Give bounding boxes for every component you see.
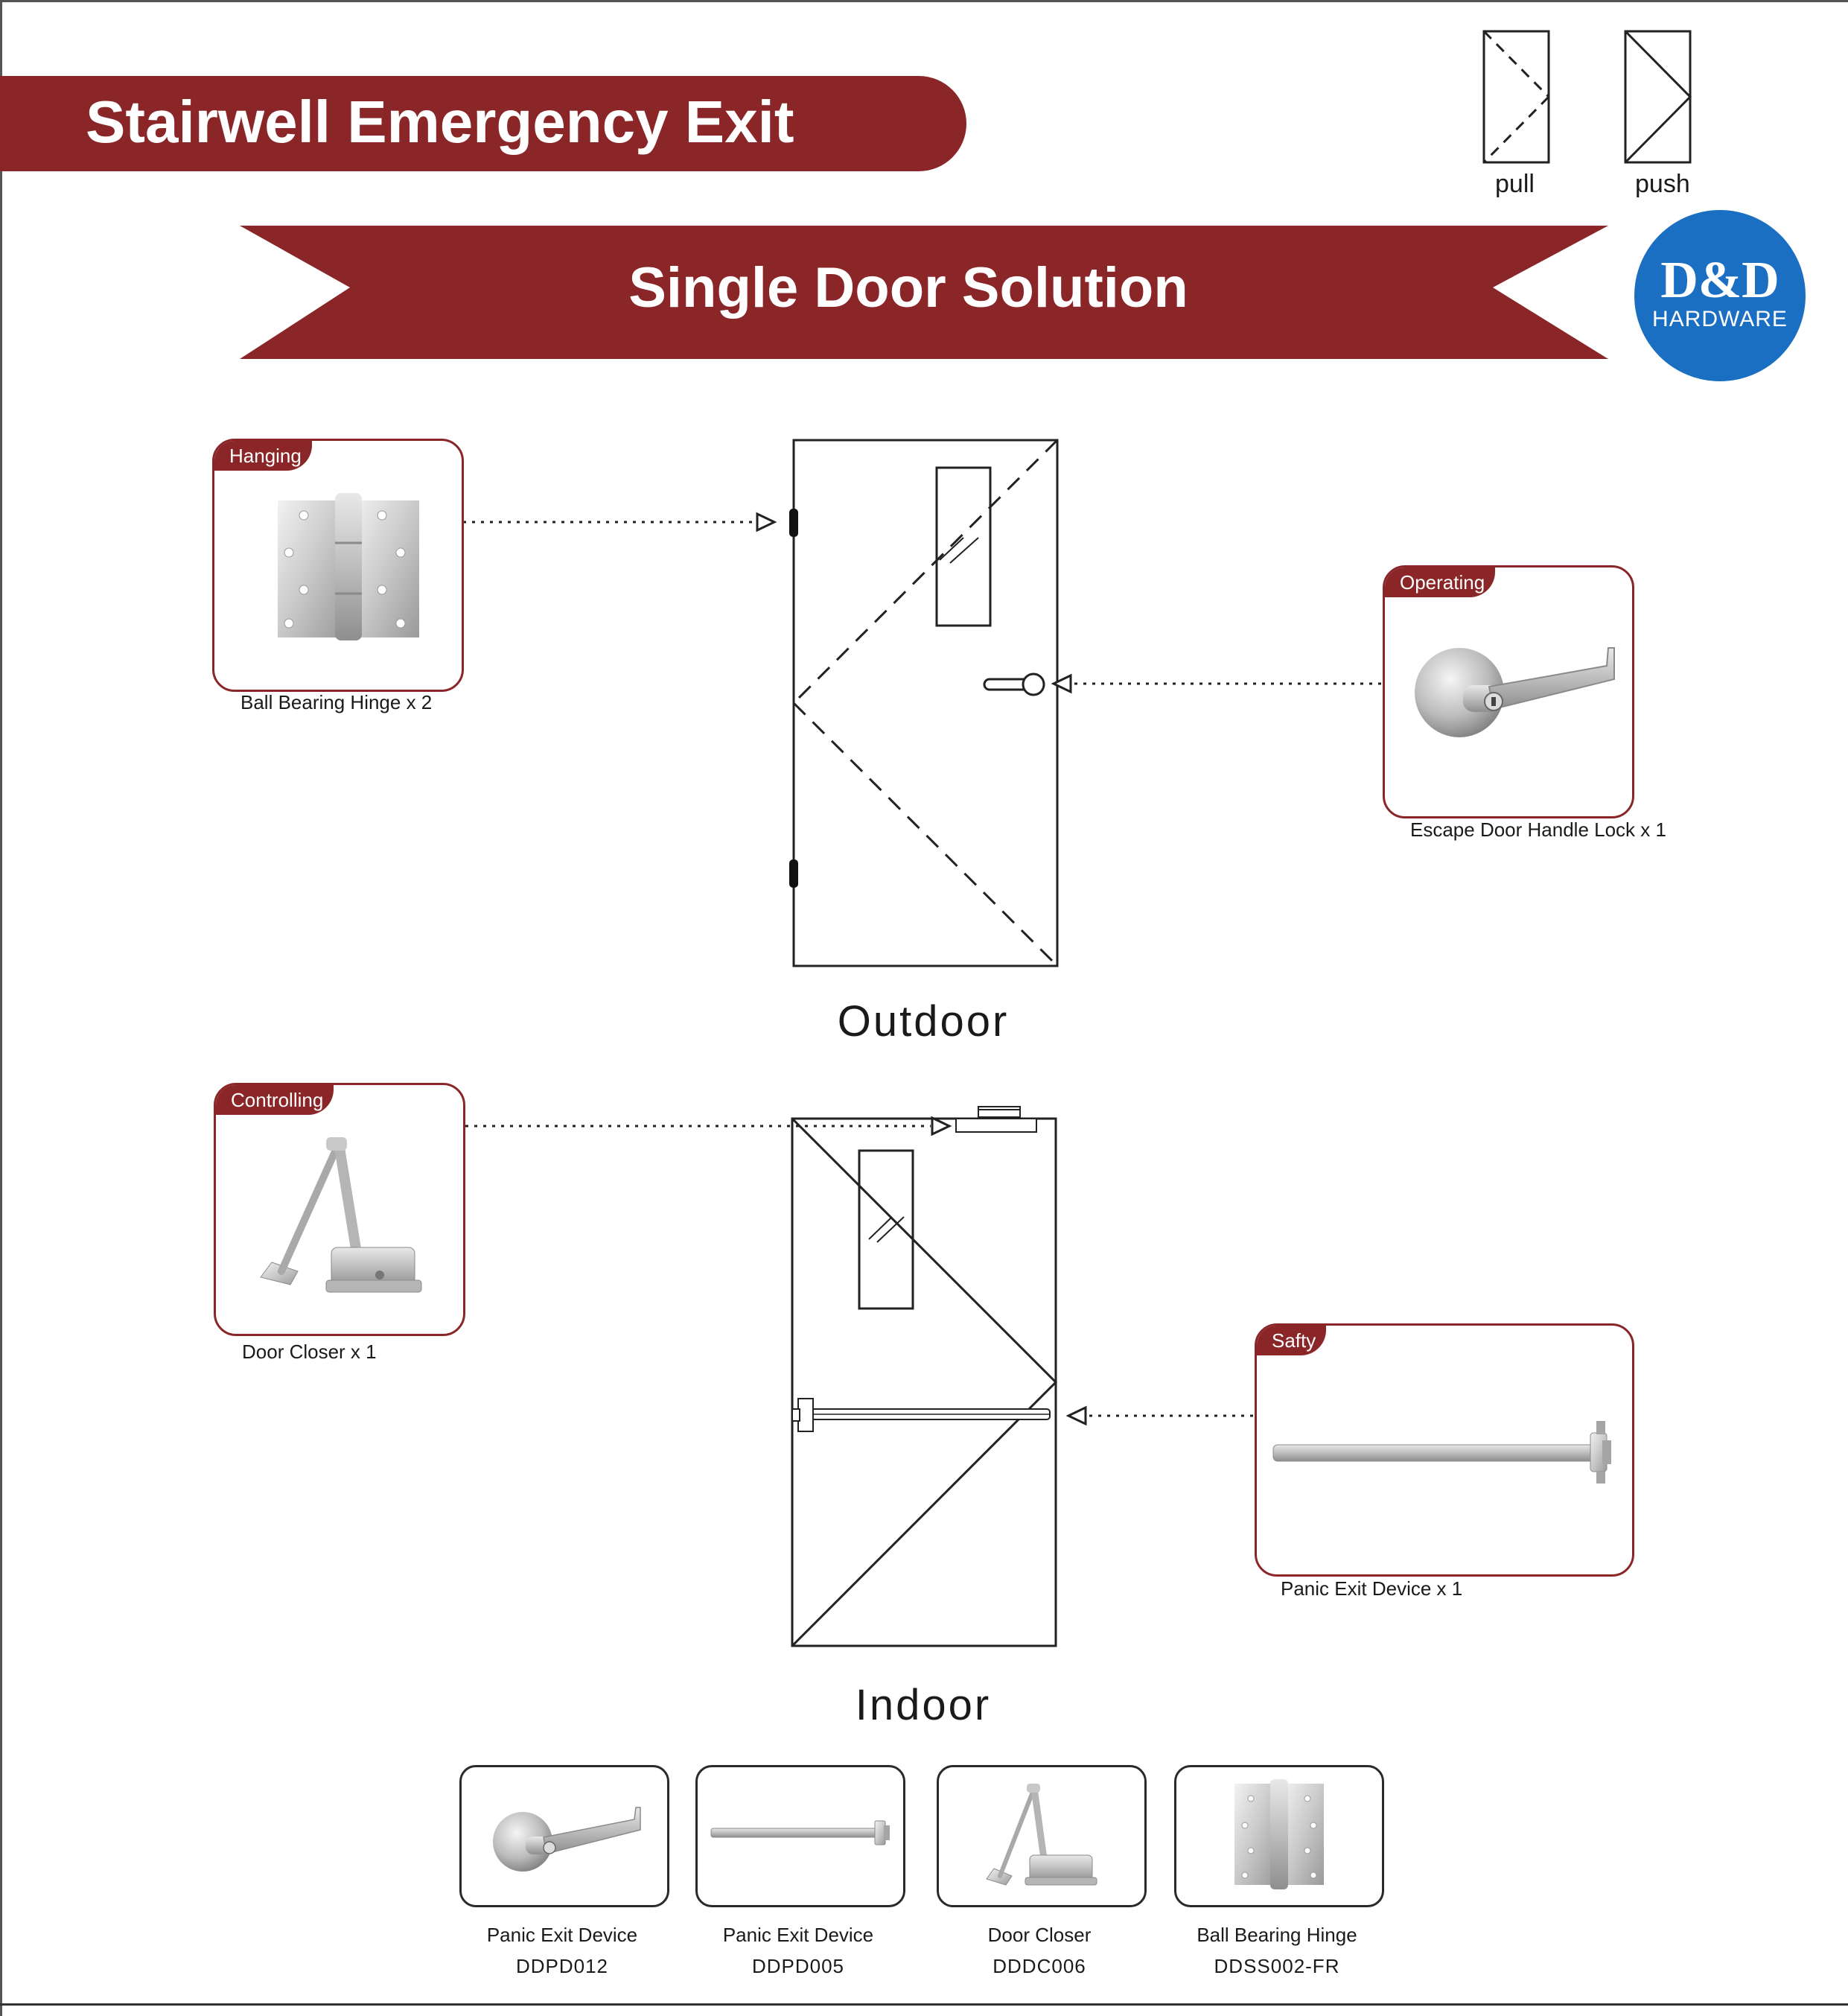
- product-card-dddc006: [937, 1765, 1147, 1907]
- brand-logo: D&D HARDWARE: [1634, 210, 1806, 381]
- frame-border-bottom: [0, 2003, 1848, 2006]
- logo-subtext: HARDWARE: [1652, 307, 1788, 331]
- lever-handle-icon: [493, 1807, 641, 1872]
- operating-caption: Escape Door Handle Lock x 1: [1410, 818, 1666, 841]
- frame-border-top: [0, 0, 1848, 2]
- operating-tab: Operating: [1385, 567, 1496, 597]
- product-name: Ball Bearing Hinge: [1197, 1924, 1357, 1946]
- product-name: Panic Exit Device: [486, 1924, 638, 1946]
- subtitle-ribbon: [240, 226, 1608, 359]
- panic-bar-icon: [1272, 1421, 1611, 1484]
- push-legend-icon: [1624, 30, 1692, 164]
- product-code: DDSS002-FR: [1214, 1955, 1340, 1977]
- indoor-label: Indoor: [855, 1681, 992, 1729]
- controlling-callout-card: Controlling: [214, 1083, 465, 1336]
- outdoor-label: Outdoor: [837, 997, 1010, 1046]
- door-closer-icon: [260, 1137, 422, 1293]
- hanging-connector-arrow: [463, 512, 777, 532]
- hinge-icon: [278, 493, 419, 640]
- lower-hinge-mark: [789, 859, 798, 888]
- subtitle: Single Door Solution: [628, 256, 1188, 319]
- hanging-tab: Hanging: [214, 441, 312, 471]
- logo-mark-text: D&D: [1660, 252, 1780, 309]
- safety-connector-arrow: [1065, 1405, 1253, 1426]
- hinge-icon: [1234, 1779, 1324, 1889]
- door-closer-icon: [986, 1784, 1097, 1886]
- push-legend-label: push: [1635, 170, 1690, 198]
- indoor-door: [791, 1106, 1058, 1647]
- safety-callout-card: Safty: [1255, 1323, 1634, 1577]
- pull-legend-icon: [1482, 30, 1550, 164]
- product-card-ddss002-fr: [1174, 1765, 1384, 1907]
- product-code: DDPD012: [515, 1955, 609, 1977]
- product-code: DDDC006: [992, 1955, 1086, 1977]
- lever-handle-icon: [1415, 647, 1615, 737]
- product-card-ddpd005: [695, 1765, 905, 1907]
- safety-caption: Panic Exit Device x 1: [1281, 1577, 1463, 1600]
- pull-legend-label: pull: [1495, 170, 1535, 198]
- product-name: Panic Exit Device: [722, 1924, 874, 1946]
- frame-border-left: [0, 0, 2, 2016]
- door-closer-mark: [955, 1106, 1037, 1133]
- outdoor-door: [789, 439, 1059, 967]
- operating-connector-arrow: [1051, 673, 1381, 694]
- hanging-caption: Ball Bearing Hinge x 2: [240, 691, 433, 713]
- product-code: DDPD005: [751, 1955, 845, 1977]
- controlling-tab: Controlling: [216, 1085, 334, 1115]
- panic-bar-icon: [710, 1820, 890, 1845]
- upper-hinge-mark: [789, 509, 798, 537]
- safety-tab: Safty: [1257, 1326, 1327, 1355]
- controlling-connector-arrow: [465, 1116, 952, 1136]
- door-lever-mark: [983, 672, 1045, 696]
- product-name: Door Closer: [987, 1924, 1092, 1946]
- title-banner: [0, 76, 966, 171]
- product-card-ddpd012: [459, 1765, 669, 1907]
- operating-callout-card: Operating: [1383, 565, 1634, 818]
- controlling-caption: Door Closer x 1: [242, 1341, 377, 1363]
- page-title: Stairwell Emergency Exit: [86, 89, 794, 155]
- hanging-callout-card: Hanging: [212, 439, 464, 692]
- panic-bar-mark: [791, 1398, 1051, 1432]
